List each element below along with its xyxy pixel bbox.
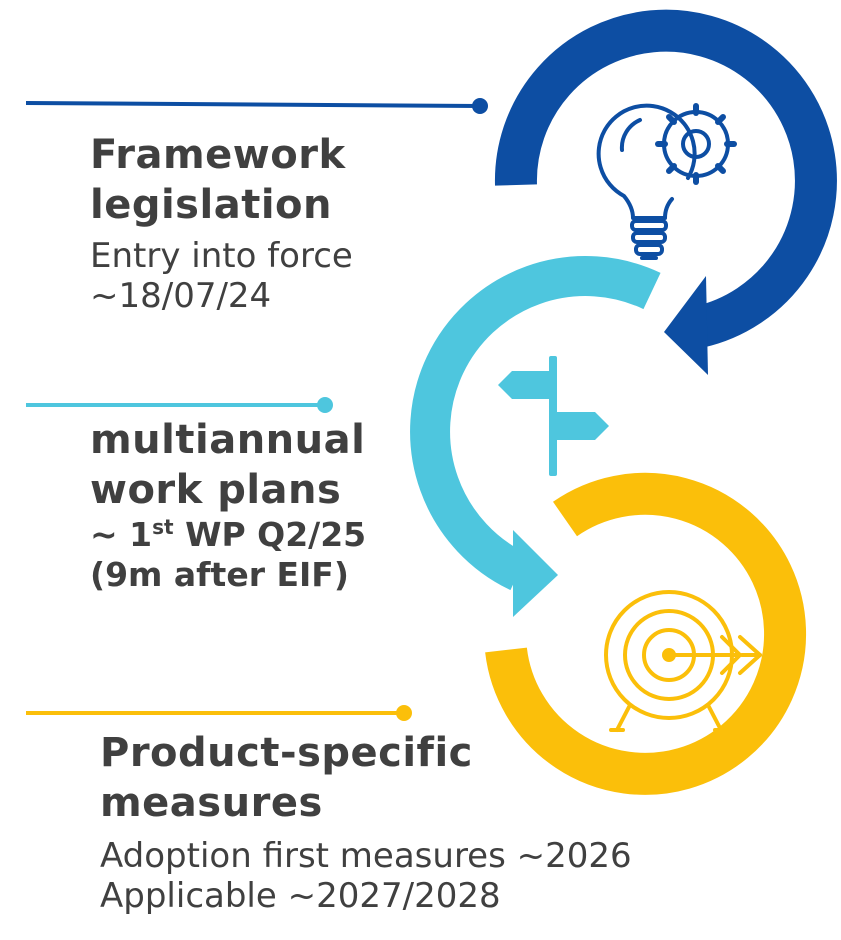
stage-workplans: multiannual work plans ~ 1st WP Q2/25 (9… [90, 415, 366, 595]
arrow-framework [494, 9, 837, 375]
workplan-note: (9m after EIF) [90, 555, 349, 594]
target-arrow-icon [604, 590, 762, 732]
workplan-superscript: st [152, 515, 174, 539]
workplan-prefix: ~ 1 [90, 515, 153, 554]
signpost-icon [498, 356, 609, 476]
stage-measures: Product-specific measures Adoption first… [100, 728, 632, 916]
connector-line-measures [26, 705, 412, 721]
stage-title-line1: Product-specific [100, 730, 473, 776]
arrow-workplans [410, 256, 661, 617]
stage-title-line2: work plans [90, 467, 342, 513]
ring-measures [485, 472, 807, 795]
workplan-suffix: WP Q2/25 [173, 515, 367, 554]
connector-line-workplans [26, 397, 333, 413]
connector-line-framework [25, 98, 488, 114]
stage-detail-line2: ~18/07/24 [90, 276, 272, 316]
stage-detail-line2: Applicable ~2027/2028 [100, 876, 501, 916]
workplan-date: ~ 1st WP Q2/25 [90, 515, 366, 555]
stage-framework: Framework legislation Entry into force ~… [90, 130, 353, 316]
lightbulb-gear-icon [596, 103, 737, 260]
stage-detail-line1: Adoption first measures ~2026 [100, 836, 632, 876]
stage-title-line1: multiannual [90, 417, 366, 463]
stage-title-line2: legislation [90, 182, 332, 228]
stage-detail-line1: Entry into force [90, 236, 353, 276]
stage-title-line2: measures [100, 780, 323, 826]
stage-title-line1: Framework [90, 132, 346, 178]
